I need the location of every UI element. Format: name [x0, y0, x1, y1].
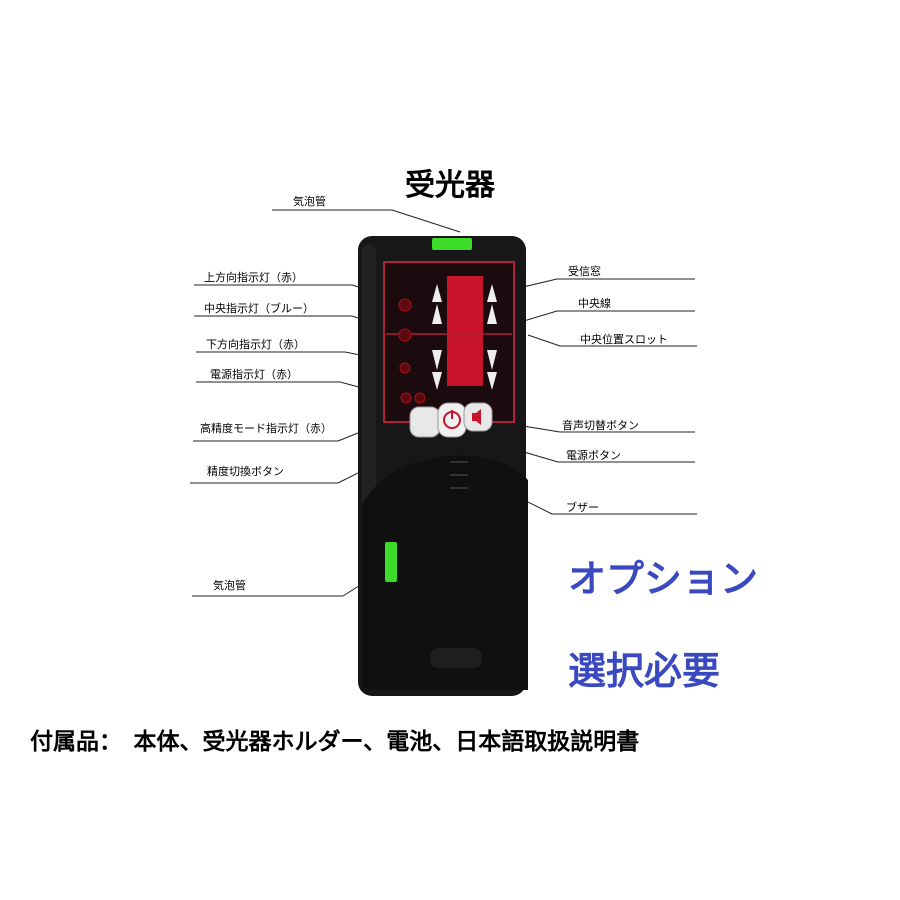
upper-led	[398, 298, 412, 312]
label-center-slot: 中央位置スロット	[580, 333, 668, 346]
precision-led	[414, 392, 426, 404]
side-bubble-vial	[385, 542, 397, 582]
selection-required-text: 選択必要	[568, 649, 721, 693]
precision-button-shape	[409, 406, 441, 438]
label-power-indicator: 電源指示灯（赤）	[210, 368, 298, 381]
label-power-button: 電源ボタン	[566, 449, 621, 462]
accessories-text: 付属品： 本体、受光器ホルダー、電池、日本語取扱説明書	[30, 729, 640, 755]
label-center-line: 中央線	[578, 297, 611, 310]
label-upper-indicator: 上方向指示灯（赤）	[204, 271, 303, 284]
option-text: オプション	[568, 557, 759, 601]
holder	[362, 455, 528, 690]
label-lower-indicator: 下方向指示灯（赤）	[206, 338, 305, 351]
power-button-shape	[437, 402, 467, 438]
label-bubble-top: 気泡管	[293, 195, 326, 208]
top-bubble-vial	[432, 238, 472, 250]
center-led	[398, 328, 412, 342]
receive-window	[447, 276, 483, 386]
title: 受光器	[405, 168, 495, 203]
label-receive-window: 受信窓	[568, 265, 601, 278]
label-bubble-side: 気泡管	[213, 579, 246, 592]
label-precision-button: 精度切換ボタン	[207, 465, 284, 478]
label-buzzer: ブザー	[566, 501, 599, 514]
label-sound-button: 音声切替ボタン	[562, 419, 639, 432]
label-center-indicator: 中央指示灯（ブルー）	[204, 302, 314, 315]
power-led	[400, 392, 412, 404]
label-high-precision-indicator: 高精度モード指示灯（赤）	[200, 422, 332, 435]
lower-led	[399, 362, 411, 374]
